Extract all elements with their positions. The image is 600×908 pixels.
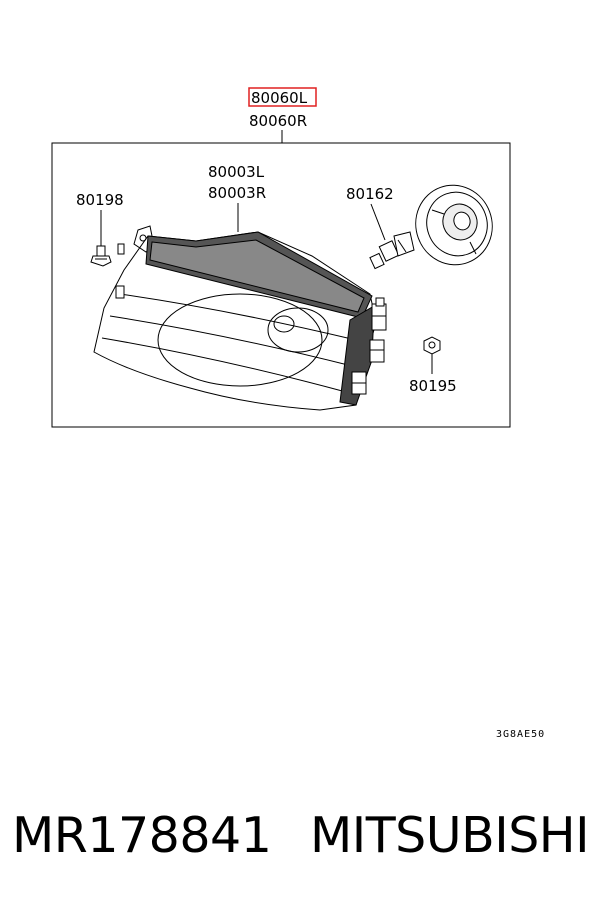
- screw-label: 80198: [76, 191, 124, 209]
- figure-code: 3G8AE50: [496, 729, 545, 740]
- assembly-left-label[interactable]: 80060L: [251, 89, 308, 107]
- bulb-part[interactable]: [369, 231, 415, 270]
- bulb-cover-part[interactable]: [405, 174, 504, 275]
- lens-right-label: 80003R: [208, 184, 266, 202]
- headlamp-body[interactable]: [93, 225, 387, 411]
- screw-part[interactable]: [90, 245, 112, 267]
- assembly-left-highlight[interactable]: [248, 87, 317, 107]
- brand-name: MITSUBISHI: [310, 807, 590, 864]
- footer: MR178841 MITSUBISHI: [0, 806, 600, 876]
- assembly-right-label: 80060R: [249, 112, 307, 130]
- lens-left-label: 80003L: [208, 163, 265, 181]
- nut-label: 80195: [409, 377, 457, 395]
- part-number: MR178841: [12, 807, 272, 864]
- assembly-frame: [51, 142, 511, 428]
- headlamp-parts-diagram: 80060L 80060R 80003L 80003R 80198 80162: [51, 87, 545, 740]
- bulb-label: 80162: [346, 185, 394, 203]
- bulb-leader: [370, 203, 386, 241]
- nut-part[interactable]: [423, 336, 441, 355]
